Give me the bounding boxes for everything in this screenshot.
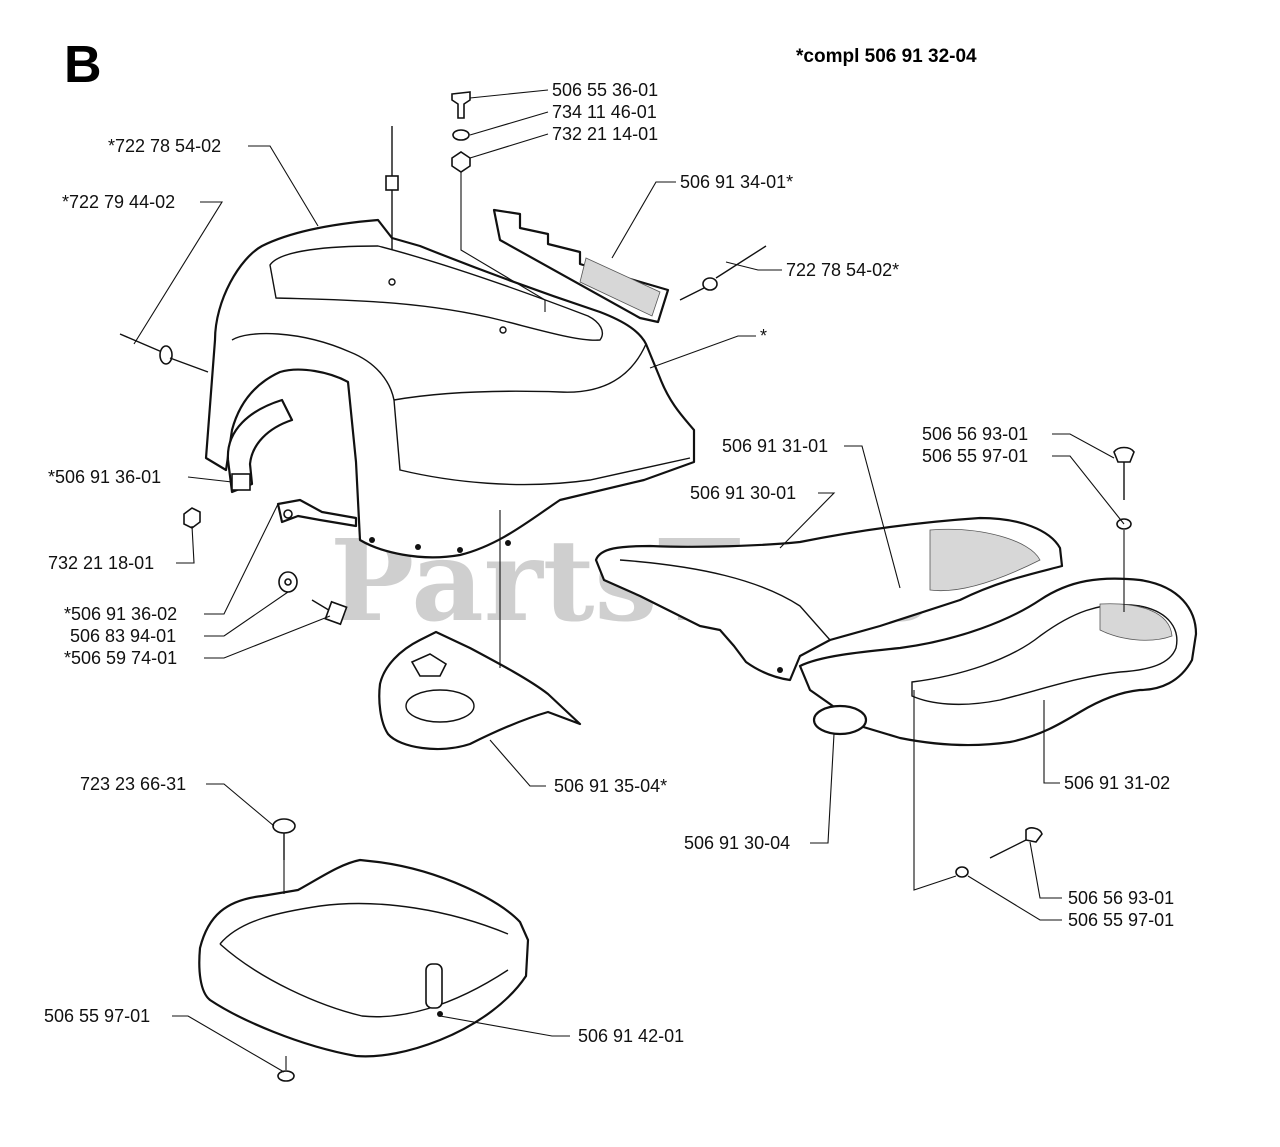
- bracket-inner: [226, 398, 294, 494]
- label-506-91-36-01: *506 91 36-01: [48, 467, 161, 487]
- label-506-91-30-04: 506 91 30-04: [684, 833, 790, 853]
- label-506-55-97-01-bottom: 506 55 97-01: [1068, 910, 1174, 930]
- label-506-91-34-01: 506 91 34-01*: [680, 172, 793, 192]
- compl-note: *compl 506 91 32-04: [796, 46, 977, 67]
- label-506-56-93-01-top: 506 56 93-01: [922, 424, 1028, 444]
- cupholder-tray: [378, 630, 582, 750]
- fender-hood: [204, 218, 696, 559]
- seat-bucket: [798, 577, 1198, 747]
- grille-panel: [492, 208, 670, 324]
- label-506-83-94-01: 506 83 94-01: [70, 626, 176, 646]
- label-asterisk: *: [760, 326, 767, 346]
- label-732-21-18-01: 732 21 18-01: [48, 553, 154, 573]
- fender-top-screw: [385, 126, 399, 250]
- label-506-91-36-02: *506 91 36-02: [64, 604, 177, 624]
- label-734-11-46-01: 734 11 46-01: [552, 102, 657, 122]
- label-506-91-42-01: 506 91 42-01: [578, 1026, 684, 1046]
- right-hardware: [913, 446, 1135, 891]
- right-rivet: [679, 245, 767, 301]
- battery-hardware: [272, 818, 296, 1082]
- seat-pan: [594, 516, 1064, 682]
- label-723-23-66-31: 723 23 66-31: [80, 774, 186, 794]
- label-722-79-44-02: *722 79 44-02: [62, 192, 175, 212]
- top-hardware-stack: [451, 91, 546, 312]
- left-rivet: [119, 333, 209, 373]
- part-labels: 506 55 36-01 734 11 46-01 732 21 14-01 *…: [44, 80, 1174, 1046]
- label-506-55-97-01-left: 506 55 97-01: [44, 1006, 150, 1026]
- battery-cover: [198, 858, 530, 1058]
- label-506-56-93-01-bottom: 506 56 93-01: [1068, 888, 1174, 908]
- label-506-91-30-01: 506 91 30-01: [690, 483, 796, 503]
- label-506-91-31-01: 506 91 31-01: [722, 436, 828, 456]
- section-letter: B: [64, 36, 102, 94]
- left-hardware: [183, 507, 348, 626]
- leader-lines: [133, 89, 1125, 1073]
- label-506-91-35-04: 506 91 35-04*: [554, 776, 667, 796]
- label-732-21-14-01: 732 21 14-01: [552, 124, 658, 144]
- label-506-55-36-01: 506 55 36-01: [552, 80, 658, 100]
- bracket-lower: [276, 498, 358, 528]
- label-722-78-54-02-right: 722 78 54-02*: [786, 260, 899, 280]
- label-506-91-31-02: 506 91 31-02: [1064, 773, 1170, 793]
- label-506-59-74-01: *506 59 74-01: [64, 648, 177, 668]
- label-506-55-97-01-top: 506 55 97-01: [922, 446, 1028, 466]
- label-722-78-54-02-left: *722 78 54-02: [108, 136, 221, 156]
